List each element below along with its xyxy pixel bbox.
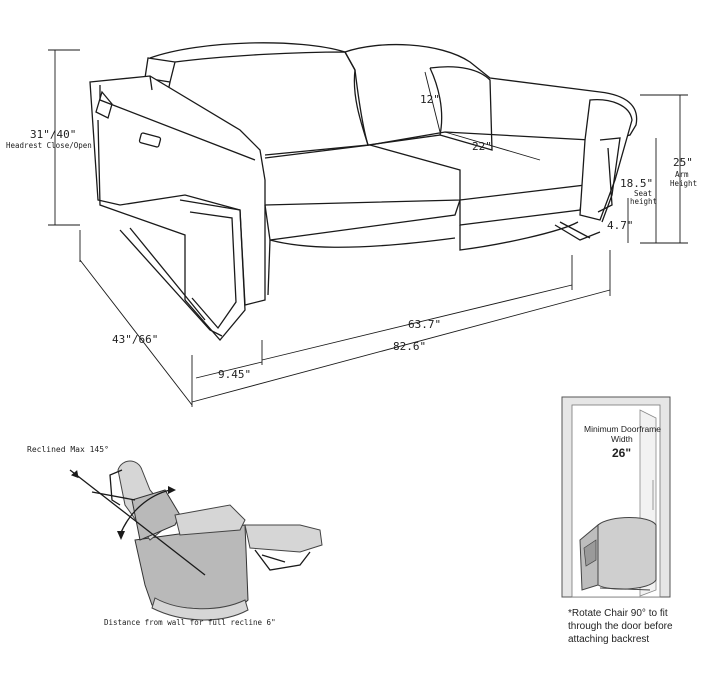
headrest-depth-label: 12"	[420, 93, 440, 106]
doorframe-note-line2: through the door before	[568, 621, 673, 632]
arm-width-label: 9.45"	[218, 368, 251, 381]
leg-height-label: 4.7"	[607, 219, 634, 232]
doorframe-title-line1: Minimum Doorframe	[584, 424, 661, 434]
arm-height-caption-2: Height	[670, 179, 697, 188]
dimension-lines	[48, 49, 688, 407]
seat-height-label: 18.5"	[620, 177, 653, 190]
seat-height-caption-2: height	[630, 197, 657, 206]
depth-label: 43"/66"	[112, 333, 158, 346]
doorframe-diagram: Minimum Doorframe Width 26" *Rotate Chai…	[561, 396, 673, 645]
headrest-height-label: 31"/40"	[30, 128, 76, 141]
doorframe-title-line2: Width	[611, 434, 633, 444]
doorframe-note-line1: *Rotate Chair 90° to fit	[568, 608, 668, 619]
dimension-labels: 31"/40" Headrest Close/Open 12" 22" 25" …	[6, 93, 697, 381]
headrest-caption: Headrest Close/Open	[6, 141, 92, 150]
seat-depth-label: 22"	[472, 140, 492, 153]
arm-height-label: 25"	[673, 156, 693, 169]
arm-height-caption-1: Arm	[675, 170, 689, 179]
rotated-chair	[597, 517, 657, 590]
seat-width-label: 63.7"	[408, 318, 441, 331]
wall-distance-label: Distance from wall for full recline 6"	[104, 618, 276, 627]
sofa-drawing	[89, 42, 638, 342]
seat-height-caption-1: Seat	[634, 189, 652, 198]
total-width-label: 82.6"	[393, 340, 426, 353]
doorframe-width-value: 26"	[612, 446, 631, 460]
recline-angle-label: Reclined Max 145°	[27, 445, 109, 454]
doorframe-note-line3: attaching backrest	[568, 634, 649, 645]
recline-diagram: Reclined Max 145° Distance from wall for…	[27, 445, 323, 627]
